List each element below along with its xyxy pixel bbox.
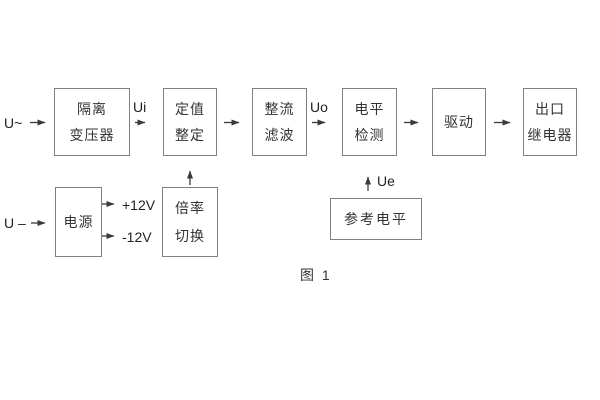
block-label: 继电器 (527, 127, 573, 144)
block-label: 滤波 (264, 127, 295, 144)
block-label: 倍率 (175, 200, 205, 217)
block-reference-level: 参考电平 (330, 198, 422, 240)
block-isolation-transformer: 隔离 变压器 (54, 88, 130, 156)
block-label: 切换 (175, 227, 205, 244)
figure-caption: 图 1 (300, 267, 332, 283)
block-drive: 驱动 (432, 88, 486, 156)
signal-label-u-dc: U – (4, 215, 26, 231)
block-label: 驱动 (444, 114, 474, 130)
block-label: 变压器 (69, 127, 115, 144)
block-label: 电源 (63, 214, 94, 230)
block-label: 隔离 (77, 100, 107, 117)
block-label: 整流 (264, 100, 295, 117)
signal-label-ue: Ue (377, 173, 395, 189)
signal-label-ui: Ui (133, 99, 147, 115)
block-label: 电平 (354, 100, 385, 117)
signal-label-minus-12v: -12V (122, 229, 152, 245)
block-setting-adjust: 定值 整定 (163, 88, 217, 156)
block-label: 参考电平 (344, 211, 408, 227)
block-power-supply: 电源 (55, 187, 102, 257)
block-ratio-switch: 倍率 切换 (162, 187, 218, 257)
block-level-detection: 电平 检测 (342, 88, 397, 156)
block-label: 出口 (535, 100, 565, 117)
block-output-relay: 出口 继电器 (523, 88, 577, 156)
signal-label-u-ac: U~ (4, 115, 23, 131)
block-label: 定值 (175, 100, 205, 117)
signal-label-uo: Uo (310, 99, 328, 115)
signal-label-plus-12v: +12V (122, 197, 156, 213)
block-rectifier-filter: 整流 滤波 (252, 88, 307, 156)
block-label: 检测 (354, 127, 385, 144)
block-label: 整定 (175, 127, 205, 144)
